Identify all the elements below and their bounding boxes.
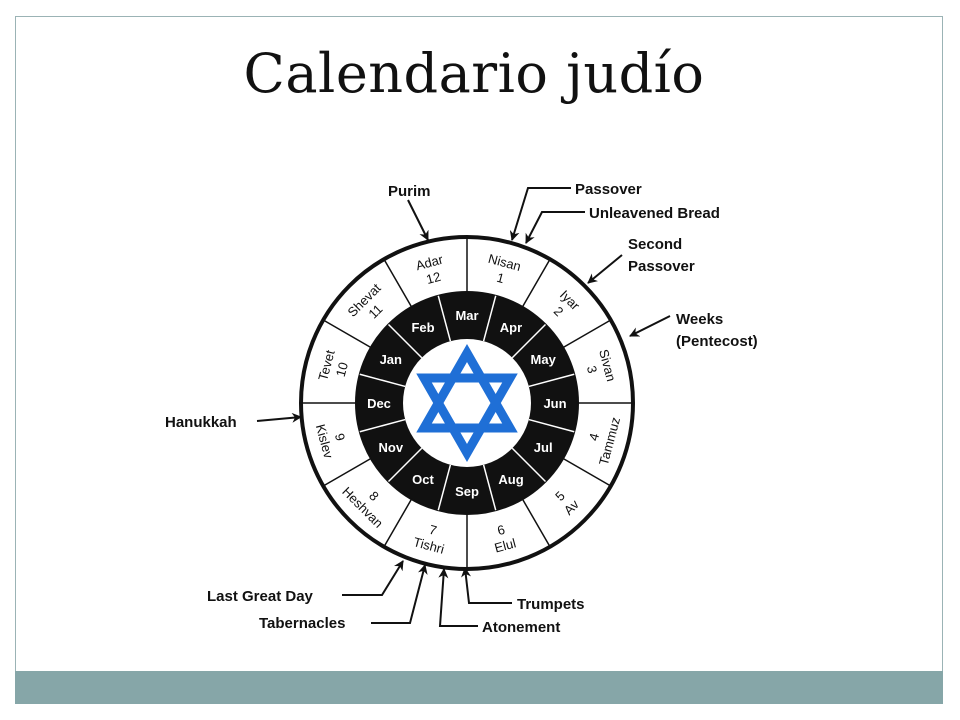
gregorian-month-apr: Apr [500,320,522,335]
arrow-atonement [438,568,478,627]
hebrew-month-number: 10 [333,361,351,379]
feast-label-weeks-line2: (Pentecost) [676,333,758,350]
hebrew-month-number: 7 [428,522,439,538]
hebrew-month-name: Elul [493,535,518,555]
gregorian-month-feb: Feb [411,320,434,335]
hebrew-month-name: Adar [414,251,445,273]
arrow-trumpets [461,567,512,604]
outer-divider [322,319,372,349]
arrow-hanukkah [256,412,302,423]
arrow-last-great-day [342,560,404,596]
outer-ring-dividers [301,237,633,569]
arrow-purim [407,199,429,241]
hebrew-month-number: 1 [495,270,506,286]
footer-band [15,671,943,704]
gregorian-month-jul: Jul [534,440,553,455]
hebrew-month-number: 3 [584,364,600,375]
star-of-david-icon [416,343,518,463]
hebrew-month-number: 12 [425,269,443,287]
outer-divider [521,498,551,548]
inner-divider [359,418,406,433]
outer-divider [383,258,413,308]
inner-divider [528,373,575,388]
inner-divider [482,295,497,342]
feast-label-purim: Purim [388,183,431,200]
feast-label-second-passover-line1: Second [628,236,682,253]
gregorian-month-jan: Jan [380,352,402,367]
feast-label-tabernacles: Tabernacles [259,615,345,632]
center-disc [403,339,531,467]
outer-divider [322,457,372,487]
arrow-passover [509,187,571,241]
arrow-second-passover [587,254,623,284]
inner-divider [437,464,452,511]
gregorian-month-aug: Aug [498,472,523,487]
hebrew-month-number: 4 [586,432,602,443]
inner-divider [437,295,452,342]
inner-divider [359,373,406,388]
feast-label-last-great-day: Last Great Day [207,588,314,605]
inner-divider [528,418,575,433]
gregorian-month-may: May [531,352,557,367]
feast-label-trumpets: Trumpets [517,596,585,613]
gregorian-month-dec: Dec [367,396,391,411]
gregorian-month-oct: Oct [412,472,434,487]
outer-divider [562,319,612,349]
feast-arrows [256,187,671,627]
inner-divider [482,464,497,511]
feast-label-atonement: Atonement [482,619,560,636]
outer-divider [521,258,551,308]
arrow-unleavened-bread [525,211,585,244]
outer-divider [562,457,612,487]
gregorian-month-jun: Jun [543,396,566,411]
inner-divider [511,323,547,359]
feast-label-hanukkah: Hanukkah [165,414,237,431]
slide-title: Calendario judío [243,42,705,105]
arrow-weeks [629,315,671,337]
feast-label-weeks-line1: Weeks [676,311,723,328]
gregorian-month-nov: Nov [379,440,404,455]
arrow-tabernacles [371,564,428,624]
gregorian-month-mar: Mar [455,308,478,323]
inner-divider [387,447,423,483]
inner-divider [511,447,547,483]
feast-label-unleavened-bread: Unleavened Bread [589,205,720,222]
inner-ring-dividers [359,295,575,511]
gregorian-month-sep: Sep [455,484,479,499]
inner-divider [387,323,423,359]
hebrew-month-number: 6 [496,522,507,538]
outer-divider [383,498,413,548]
feast-label-passover: Passover [575,181,642,198]
hebrew-month-number: 9 [332,432,348,443]
feast-label-second-passover-line2: Passover [628,258,695,275]
